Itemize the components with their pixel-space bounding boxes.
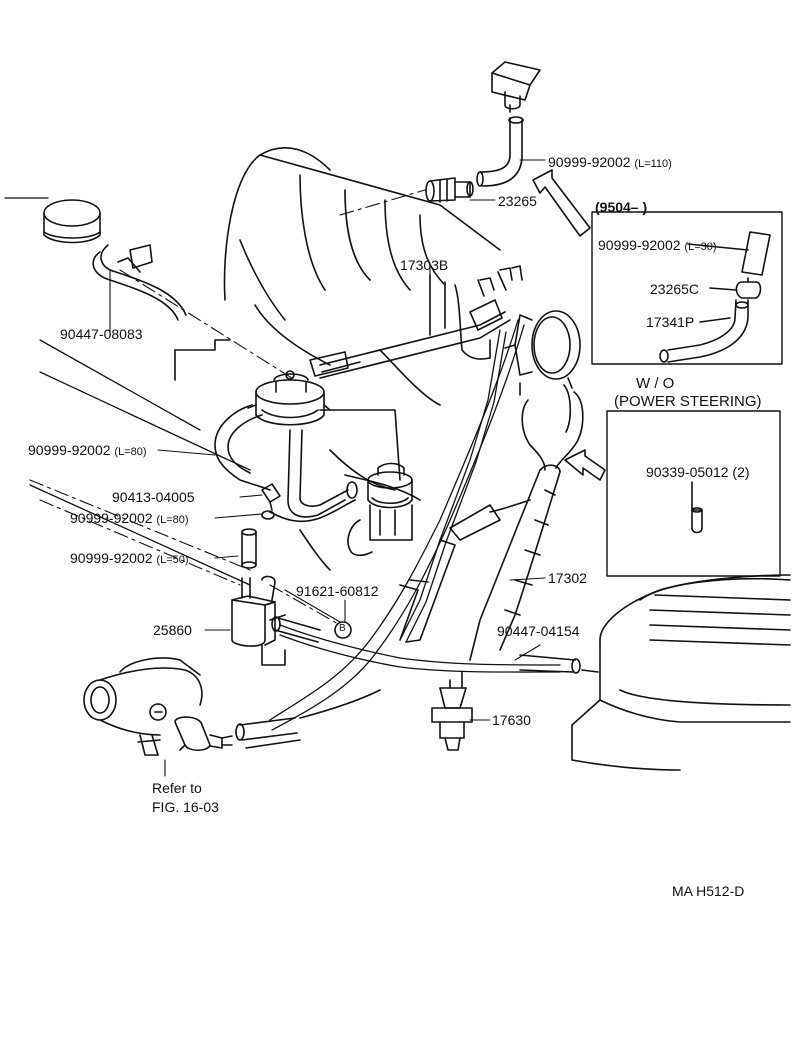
length-text: (L=50): [156, 554, 189, 566]
inset-wo-line1: W / O: [636, 375, 675, 392]
connector-bottom: [235, 689, 381, 749]
label-17630: 17630: [492, 712, 531, 728]
hose-top-l110: [476, 116, 524, 187]
inset-9504-hose: 90999-92002 (L=30): [598, 238, 717, 253]
inset-wo-line2: (POWER STEERING): [614, 393, 762, 410]
reservoir-cap: [43, 199, 101, 244]
length-text: (L=30): [684, 241, 717, 253]
label-25860: 25860: [153, 622, 192, 638]
temp-sender: [174, 716, 233, 752]
part-number-text: 90999-92002: [28, 442, 111, 458]
label-17302: 17302: [548, 570, 587, 586]
clamp-90413: [261, 483, 281, 511]
left-frame-lines: [4, 197, 251, 586]
part-number-text: 90999-92002: [70, 550, 153, 566]
hose-90447-04154: [519, 654, 599, 674]
harness-17302: [399, 464, 561, 661]
label-refer-line1: Refer to: [152, 780, 202, 796]
air-cleaner-box: [571, 574, 791, 771]
hose-canister-down: [287, 429, 358, 518]
inset-9504-17341p: 17341P: [646, 314, 695, 330]
top-sensor-bracket: [491, 61, 541, 113]
arrow-to-wo-box: [564, 449, 606, 481]
inset-9504-box: [591, 211, 783, 365]
part-number-text: 90999-92002: [70, 510, 153, 526]
label-hose-l80a: 90999-92002 (L=80): [28, 443, 147, 458]
part-number-text: 90999-92002: [548, 154, 631, 170]
sensor-17630: [431, 671, 473, 751]
egr-valve: [347, 462, 413, 557]
hose-90447-08083: [92, 244, 187, 321]
inset-wo-box: [606, 410, 781, 577]
water-outlet-housing: [83, 657, 203, 756]
vacuum-sensor-round: [504, 310, 581, 396]
label-90447-08083: 90447-08083: [60, 326, 143, 342]
length-text: (L=80): [156, 514, 189, 526]
label-90447-04154: 90447-04154: [497, 623, 580, 639]
length-text: (L=80): [114, 446, 147, 458]
engine-block-outline: [174, 147, 501, 571]
leader-dash-lines: [29, 189, 426, 626]
diagram-code: MA H512-D: [672, 883, 745, 899]
bolt-b-marker: [334, 621, 352, 639]
label-hose-top: 90999-92002 (L=110): [548, 155, 672, 170]
label-23265: 23265: [498, 193, 537, 209]
inset-9504-23265c: 23265C: [650, 281, 700, 297]
label-hose-l50: 90999-92002 (L=50): [70, 551, 189, 566]
hose-vsv-right: [271, 616, 321, 643]
label-90413-04005: 90413-04005: [112, 489, 195, 505]
inset-wo-part: 90339-05012 (2): [646, 465, 750, 479]
hose-l80a: [214, 404, 271, 491]
label-refer-line2: FIG. 16-03: [152, 799, 219, 815]
hose-sensor-down: [521, 384, 584, 471]
hose-l80b: [261, 499, 356, 523]
fitting-23265: [425, 177, 474, 203]
label-hose-l80b: 90999-92002 (L=80): [70, 511, 189, 526]
vacuum-canister: [247, 370, 331, 426]
vacuum-lines-17303B: [309, 265, 523, 379]
wire-harness: [269, 319, 561, 731]
label-17303b: 17303B: [400, 257, 449, 273]
part-number-text: 90999-92002: [598, 237, 681, 253]
hose-l50: [241, 528, 257, 569]
label-b-marker: B: [339, 623, 346, 634]
quantity-text: (2): [732, 464, 750, 480]
label-91621-60812: 91621-60812: [296, 583, 379, 599]
inset-9504-header: (9504– ): [595, 199, 648, 215]
vsv-25860: [231, 575, 286, 666]
leader-lines: [109, 159, 546, 777]
length-text: (L=110): [634, 158, 672, 170]
arrow-to-inset: [532, 169, 591, 237]
part-number-text: 90339-05012: [646, 464, 729, 480]
